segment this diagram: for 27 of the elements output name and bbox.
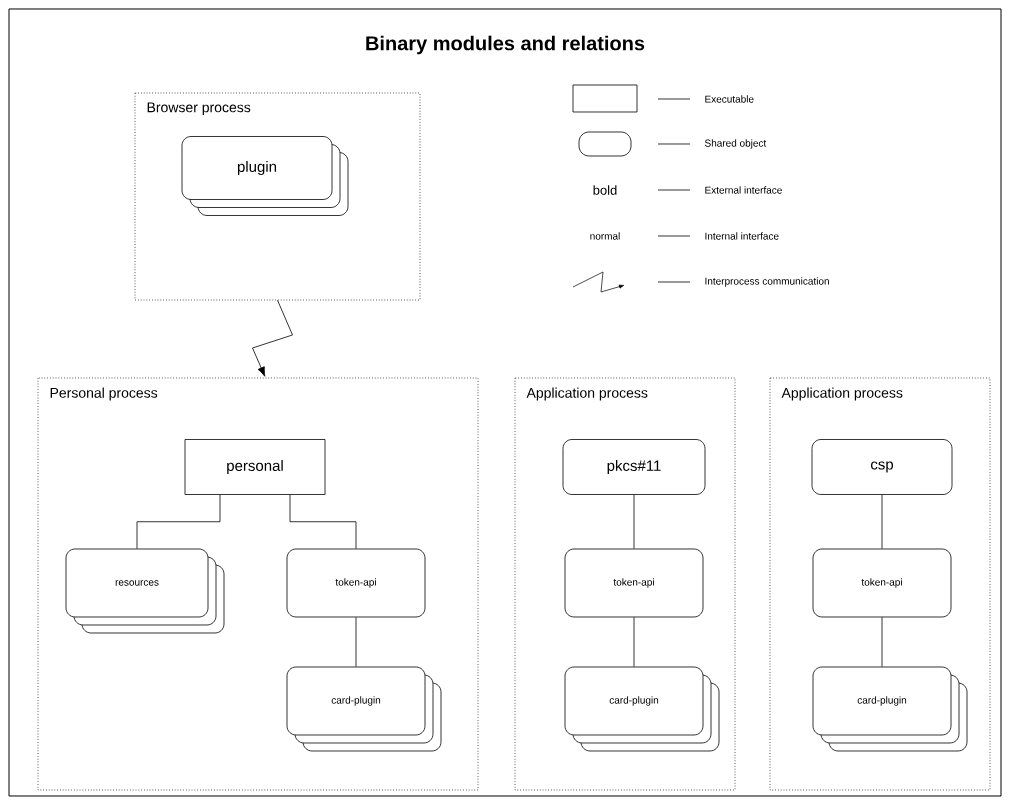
module-box: token-api <box>286 548 426 618</box>
connector-line <box>881 617 883 667</box>
module-box: pkcs#11 <box>562 439 706 495</box>
legend-text: External interface <box>705 186 782 194</box>
connector-line <box>633 494 635 549</box>
module-box: csp <box>811 439 953 495</box>
connector-line <box>136 494 221 549</box>
module-stack: plugin <box>181 136 349 216</box>
module-box: token-api <box>564 548 704 618</box>
legend-text: Shared object <box>705 139 767 149</box>
legend-text: Executable <box>705 95 754 103</box>
module-stack: resources <box>65 548 225 634</box>
executable-box: personal <box>184 439 326 495</box>
legend-text: Interprocess communication <box>705 277 829 287</box>
module-box: token-api <box>812 548 952 618</box>
interprocess-arrow <box>252 299 293 377</box>
connector-line <box>881 494 883 549</box>
connector-line <box>633 617 635 667</box>
module-stack: card-plugin <box>286 666 442 752</box>
connector-line <box>355 617 357 667</box>
legend-text: Internal interface <box>705 232 779 240</box>
legend-sample: bold <box>593 185 617 195</box>
legend-sample: normal <box>590 232 620 240</box>
module-stack: card-plugin <box>812 666 968 752</box>
module-stack: card-plugin <box>564 666 720 752</box>
connector-line <box>289 494 357 549</box>
title: Binary modules and relations <box>366 35 645 55</box>
